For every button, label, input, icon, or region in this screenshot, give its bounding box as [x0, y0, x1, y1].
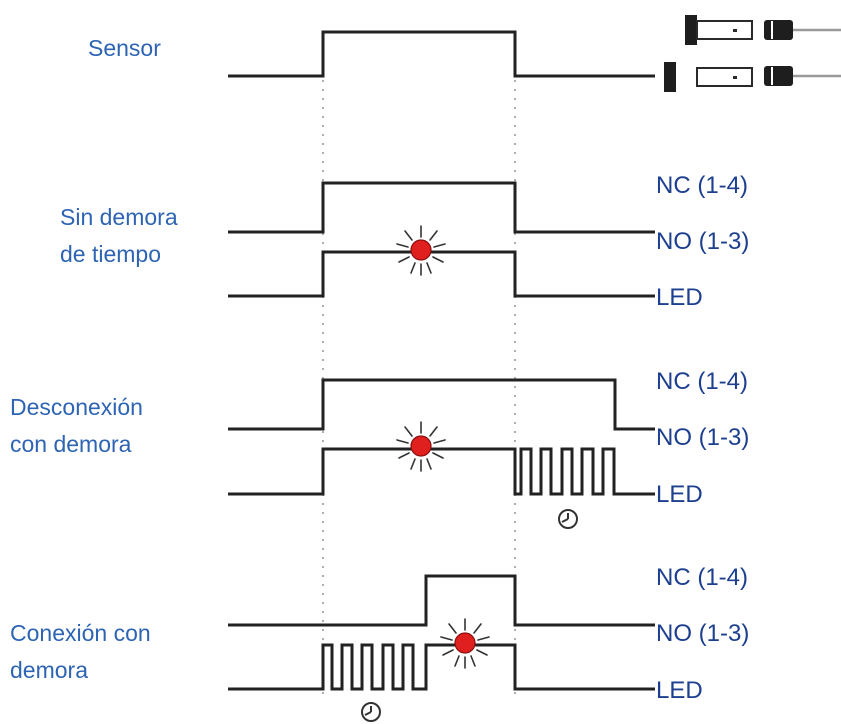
off-delay-no-trace: [228, 447, 655, 496]
on-delay-no-trace: [228, 643, 655, 691]
no-delay-no-trace: [228, 250, 655, 298]
photoelectric-sensor-icon: [664, 15, 841, 92]
off-delay-no-label: NO (1-3): [656, 424, 749, 451]
sensor-trace: [228, 30, 655, 78]
no-delay-nc-label: NC (1-4): [656, 172, 748, 199]
timer-icon: [558, 509, 578, 529]
no-delay-led-label: LED: [656, 284, 703, 311]
on-delay-nc-trace: [228, 574, 655, 627]
no-delay-no-label: NO (1-3): [656, 228, 749, 255]
off-delay-nc-label: NC (1-4): [656, 368, 748, 395]
row-label-on-delay-1: Conexión con: [10, 620, 151, 646]
led-on-icon: [396, 225, 446, 276]
timer-icon: [361, 702, 381, 722]
on-delay-led-label: LED: [656, 677, 703, 704]
row-label-no-delay-2: de tiempo: [60, 241, 161, 267]
off-delay-led-label: LED: [656, 481, 703, 508]
row-label-no-delay-1: Sin demora: [60, 204, 178, 230]
led-on-icon: [396, 421, 446, 472]
on-delay-nc-label: NC (1-4): [656, 564, 748, 591]
on-delay-no-label: NO (1-3): [656, 620, 749, 647]
row-label-off-delay-1: Desconexión: [10, 394, 143, 420]
led-on-icon: [440, 618, 490, 669]
row-label-sensor: Sensor: [88, 35, 161, 61]
row-label-off-delay-2: con demora: [10, 431, 132, 457]
row-label-on-delay-2: demora: [10, 657, 88, 683]
no-delay-nc-trace: [228, 181, 655, 234]
off-delay-nc-trace: [228, 378, 655, 431]
